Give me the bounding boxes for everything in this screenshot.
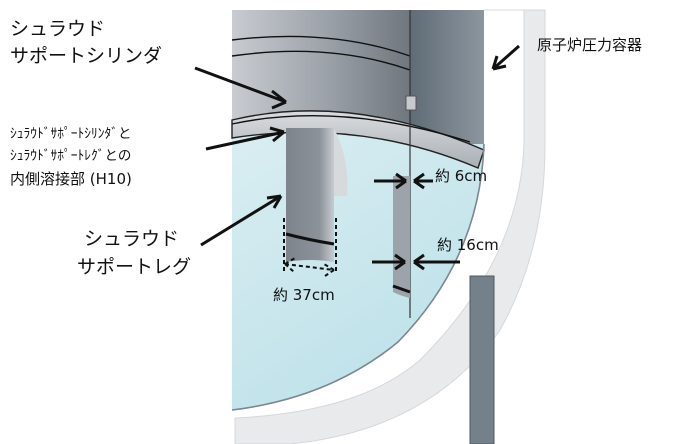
weld-label-line2: ｼｭﾗｳﾄﾞｻﾎﾟｰﾄﾚｸﾞとの: [10, 148, 131, 164]
bowl-contour: [231, 143, 485, 411]
cylinder-leader-arrow: [194, 66, 287, 110]
leg-label-line2: サポートレグ: [77, 256, 191, 278]
leg-label-line1: シュラウド: [84, 228, 179, 250]
cylinder-label-line2: サポートシリンダ: [10, 45, 162, 67]
cylinder-middle-edge: [231, 50, 411, 71]
vessel-leader-arrow: [491, 44, 520, 71]
center-wall-segment: [393, 176, 410, 298]
leg-leader-arrow: [200, 194, 283, 247]
leg-cutout-shadow: [334, 128, 348, 196]
cylinder-upper-edge: [231, 35, 411, 57]
gap-mid-dimension: [372, 253, 460, 271]
vessel-inner-wall: [410, 10, 484, 144]
gap-mid-label: 約 16cm: [437, 236, 499, 254]
leg-width-dimension: [283, 218, 337, 277]
cylinder-label-line1: シュラウド: [10, 18, 105, 40]
weld-leader-arrow: [205, 126, 285, 151]
weld-label-line3: 内側溶接部 (H10): [10, 170, 132, 188]
shroud-support-leg: [286, 128, 334, 262]
center-wall-weld: [392, 284, 411, 294]
weld-label-line1: ｼｭﾗｳﾄﾞｻﾎﾟｰﾄｼﾘﾝﾀﾞと: [10, 126, 132, 142]
lower-right-wall: [469, 275, 495, 444]
seam-connector: [405, 95, 417, 111]
gap-top-label: 約 6cm: [435, 167, 487, 185]
gap-top-dimension: [374, 172, 433, 190]
leg-width-label: 約 37cm: [273, 286, 335, 304]
leg-weld-band: [285, 232, 335, 246]
cylinder-seam-line: [231, 115, 471, 143]
pressure-vessel-label: 原子炉圧力容器: [537, 36, 642, 54]
